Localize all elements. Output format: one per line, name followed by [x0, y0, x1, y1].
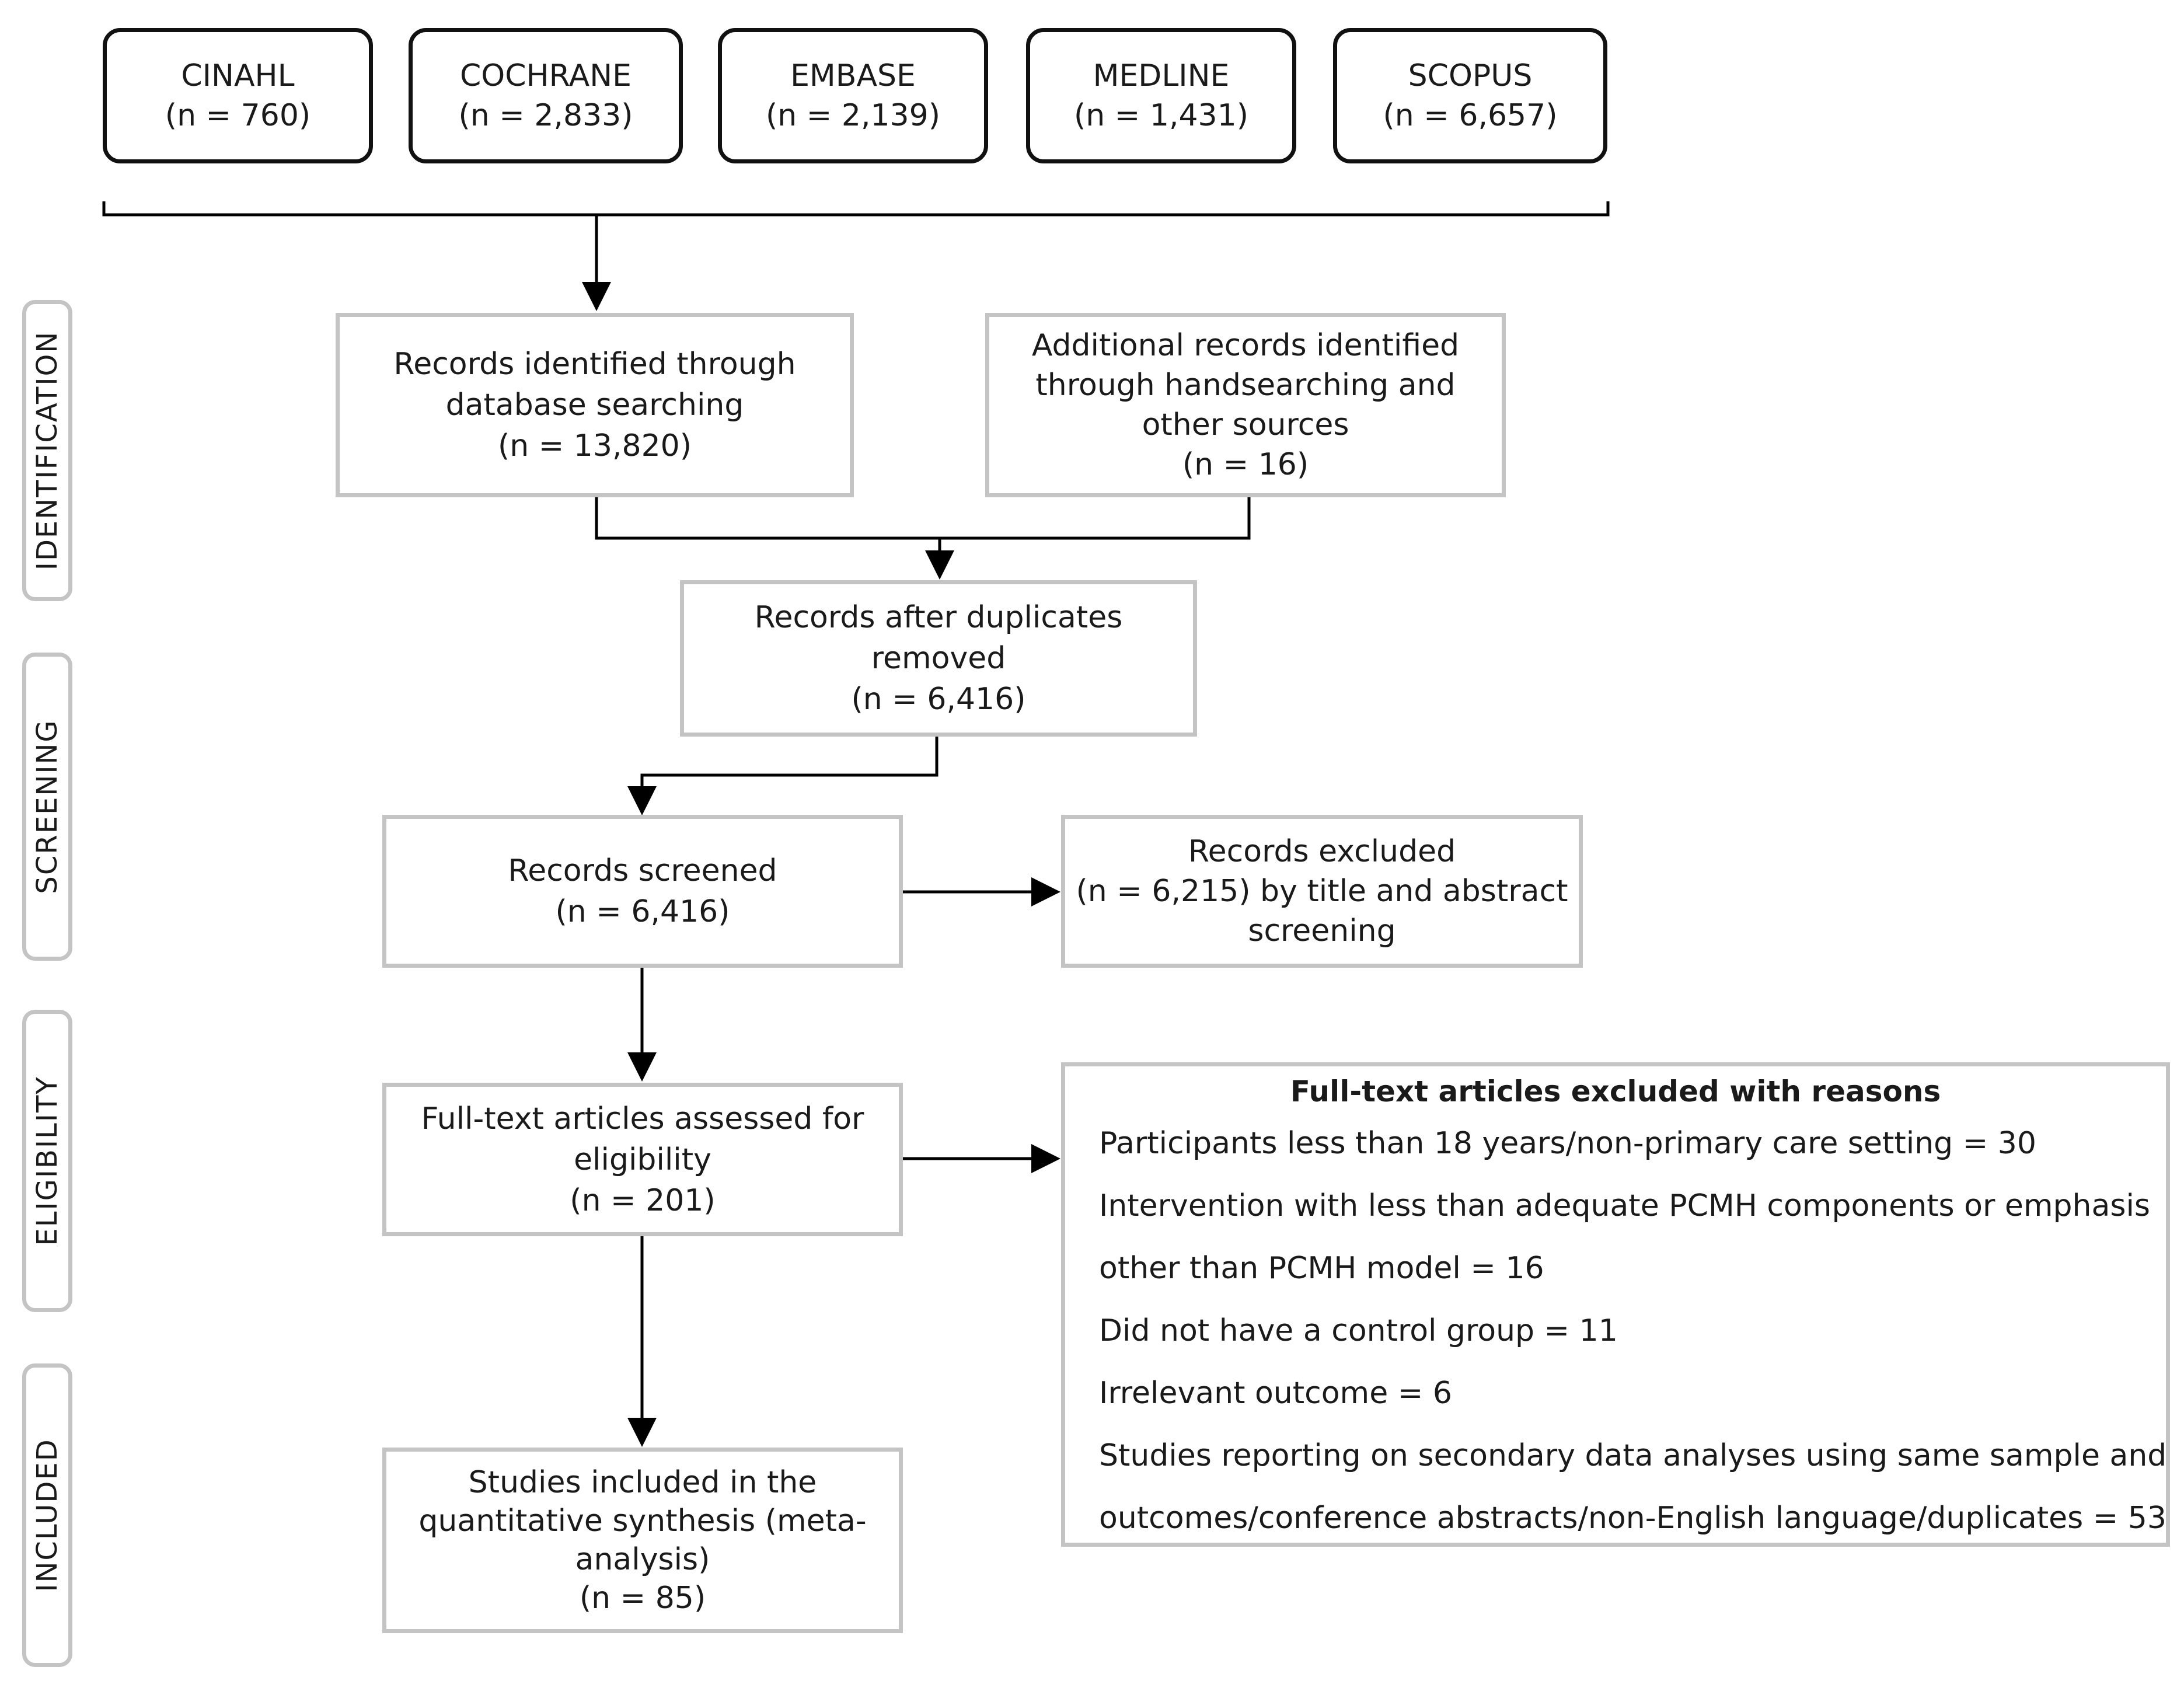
merge-line — [595, 497, 1251, 540]
database-box-cochrane: COCHRANE (n = 2,833) — [409, 28, 683, 163]
box-line: eligibility — [574, 1142, 711, 1177]
database-count: (n = 760) — [165, 98, 311, 133]
database-bracket — [102, 201, 1610, 217]
box-fulltext-assessed: Full-text articles assessed for eligibil… — [382, 1083, 903, 1236]
box-exclusion-reasons: Full-text articles excluded with reasons… — [1061, 1062, 2170, 1547]
box-line: (n = 85) — [579, 1581, 706, 1616]
box-line: Full-text articles assessed for — [421, 1101, 864, 1136]
box-line: quantitative synthesis (meta- — [418, 1504, 867, 1539]
box-additional-records: Additional records identified through ha… — [985, 313, 1506, 497]
database-count: (n = 2,833) — [458, 98, 633, 133]
reason-line: Did not have a control group = 11 — [1099, 1313, 1618, 1348]
database-count: (n = 1,431) — [1073, 98, 1249, 133]
database-count: (n = 6,657) — [1383, 98, 1558, 133]
box-after-duplicates: Records after duplicates removed (n = 6,… — [680, 580, 1197, 737]
database-box-cinahl: CINAHL (n = 760) — [103, 28, 373, 163]
box-line: screening — [1248, 913, 1396, 948]
database-box-embase: EMBASE (n = 2,139) — [718, 28, 988, 163]
stage-included: INCLUDED — [22, 1363, 72, 1667]
box-line: through handsearching and — [1035, 368, 1456, 403]
database-name: MEDLINE — [1093, 58, 1230, 93]
box-line: (n = 6,215) by title and abstract — [1076, 874, 1568, 909]
stage-label: INCLUDED — [31, 1438, 64, 1592]
reasons-title: Full-text articles excluded with reasons — [1290, 1075, 1941, 1108]
box-line: (n = 16) — [1182, 447, 1309, 482]
box-line: Studies included in the — [468, 1465, 817, 1500]
reason-line: outcomes/conference abstracts/non-Englis… — [1099, 1501, 2166, 1536]
database-box-scopus: SCOPUS (n = 6,657) — [1333, 28, 1607, 163]
box-line: database searching — [445, 388, 744, 423]
box-line: Records excluded — [1188, 834, 1456, 869]
reason-line: Participants less than 18 years/non-prim… — [1099, 1126, 2036, 1161]
database-name: EMBASE — [790, 58, 916, 93]
box-line: (n = 6,416) — [555, 894, 730, 929]
box-studies-included: Studies included in the quantitative syn… — [382, 1448, 903, 1633]
reason-line: Irrelevant outcome = 6 — [1099, 1376, 1452, 1411]
stage-screening: SCREENING — [22, 653, 72, 961]
box-line: analysis) — [575, 1542, 710, 1577]
stage-label: SCREENING — [31, 719, 64, 894]
stage-eligibility: ELIGIBILITY — [22, 1010, 72, 1312]
reason-line: other than PCMH model = 16 — [1099, 1251, 1544, 1286]
box-line: Records after duplicates — [754, 600, 1123, 635]
reason-line: Studies reporting on secondary data anal… — [1099, 1438, 2167, 1473]
box-line: (n = 6,416) — [851, 682, 1026, 717]
box-line: (n = 201) — [570, 1183, 716, 1218]
stage-identification: IDENTIFICATION — [22, 300, 72, 601]
database-name: SCOPUS — [1408, 58, 1533, 93]
arrow-to-screened — [627, 737, 939, 815]
database-name: CINAHL — [181, 58, 295, 93]
box-line: other sources — [1142, 407, 1349, 442]
reason-line: Intervention with less than adequate PCM… — [1099, 1188, 2151, 1223]
stage-label: IDENTIFICATION — [31, 330, 64, 571]
box-line: removed — [871, 641, 1006, 676]
box-line: Additional records identified — [1031, 328, 1460, 363]
box-line: (n = 13,820) — [497, 428, 692, 463]
database-name: COCHRANE — [460, 58, 632, 93]
box-records-identified: Records identified through database sear… — [336, 313, 854, 497]
box-line: Records identified through — [393, 347, 796, 382]
box-records-screened: Records screened (n = 6,416) — [382, 815, 903, 968]
database-count: (n = 2,139) — [765, 98, 941, 133]
box-records-excluded: Records excluded (n = 6,215) by title an… — [1061, 815, 1583, 968]
stage-label: ELIGIBILITY — [31, 1076, 64, 1246]
box-line: Records screened — [508, 853, 777, 888]
database-box-medline: MEDLINE (n = 1,431) — [1026, 28, 1296, 163]
